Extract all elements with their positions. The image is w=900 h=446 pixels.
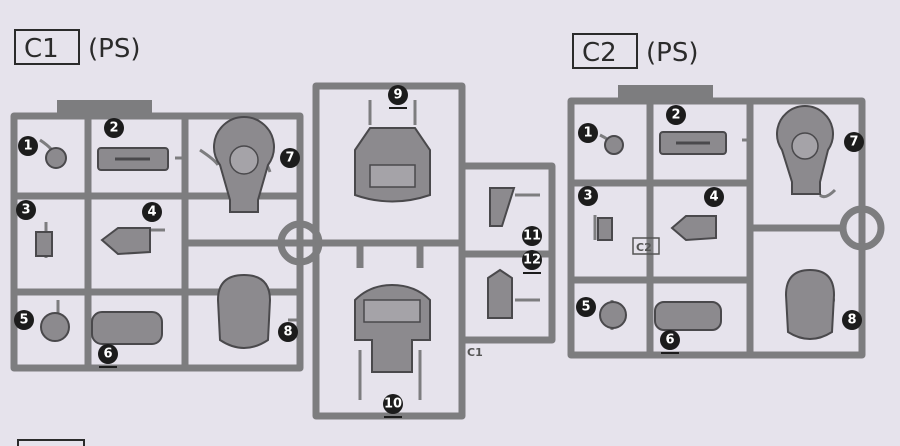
svg-text:3: 3: [583, 189, 592, 204]
c2-number-7: 7: [844, 132, 864, 152]
svg-text:1: 1: [23, 139, 32, 154]
c2-part-6: [654, 301, 722, 331]
runner-c1-mark: C1: [467, 346, 483, 359]
runner-c2-mark-box: [632, 237, 660, 255]
c1-number-4: 4: [142, 202, 162, 222]
svg-text:4: 4: [709, 190, 718, 205]
c1-part-6: [91, 311, 163, 345]
svg-text:8: 8: [847, 313, 856, 328]
svg-text:2: 2: [109, 121, 118, 136]
runner-c1-tab: [57, 100, 152, 116]
c1-part-12: [487, 268, 513, 319]
svg-text:5: 5: [581, 300, 590, 315]
runner-c2: C2: [567, 85, 885, 359]
c1-number-9: 9: [388, 85, 408, 109]
c1-number-7: 7: [280, 148, 300, 168]
svg-text:1: 1: [583, 126, 592, 141]
svg-text:3: 3: [21, 203, 30, 218]
c2-part-8: [784, 268, 836, 340]
svg-text:2: 2: [671, 108, 680, 123]
svg-text:6: 6: [665, 333, 674, 348]
runner-c2-frame: [567, 97, 866, 359]
c2-number-2: 2: [666, 105, 686, 125]
runner-c1-left-frame: [10, 112, 304, 372]
c2-part-5: [599, 301, 627, 329]
c1-part-1: [45, 147, 67, 169]
c1-number-2: 2: [104, 118, 124, 138]
c1-part-8: [216, 273, 272, 349]
c2-number-3: 3: [578, 186, 598, 206]
svg-text:7: 7: [285, 151, 294, 166]
c2-part-3: [597, 217, 613, 241]
svg-text:9: 9: [393, 88, 402, 103]
c2-number-4: 4: [704, 187, 724, 207]
c1-number-badges: 1 2 3 4 5 6 7 8 9 10 11 12: [14, 85, 542, 418]
c1-number-11: 11: [522, 226, 542, 246]
sheet-c1-code-box: [14, 29, 80, 65]
c2-number-5: 5: [576, 297, 596, 317]
svg-text:4: 4: [147, 205, 156, 220]
c1-number-10: 10: [383, 394, 403, 418]
next-sheet-code-box: [17, 439, 85, 446]
runner-c1-hub: [277, 220, 323, 266]
c1-number-6: 6: [98, 344, 118, 368]
svg-text:8: 8: [283, 325, 292, 340]
runner-c1: C1: [10, 82, 556, 420]
c1-number-12: 12: [522, 250, 542, 274]
c1-part-3: [35, 231, 53, 257]
c1-number-5: 5: [14, 310, 34, 330]
runner-c1-center-frame: [312, 82, 466, 420]
svg-text:10: 10: [384, 397, 402, 412]
c2-part-4: [670, 215, 717, 242]
runner-c2-mark: C2: [636, 241, 652, 254]
c1-part-5: [40, 312, 70, 342]
c2-number-badges: 1 2 3 4 5 6 7 8: [576, 105, 864, 354]
c2-number-6: 6: [660, 330, 680, 354]
c1-number-3: 3: [16, 200, 36, 220]
svg-text:6: 6: [103, 347, 112, 362]
c1-part-4: [100, 227, 151, 256]
c2-part-1: [604, 135, 624, 155]
sheet-c2-code-box: [572, 33, 638, 69]
c1-part-11: [489, 187, 516, 227]
svg-text:11: 11: [523, 229, 541, 244]
c1-number-8: 8: [278, 322, 298, 342]
svg-text:5: 5: [19, 313, 28, 328]
sheet-c1-code: C1: [24, 34, 59, 64]
c1-number-1: 1: [18, 136, 38, 156]
sheet-c2-code: C2: [582, 38, 617, 68]
c2-number-8: 8: [842, 310, 862, 330]
runner-c2-hub: [839, 205, 885, 251]
c2-number-1: 1: [578, 123, 598, 143]
svg-text:7: 7: [849, 135, 858, 150]
sheet-c2-material: (PS): [646, 38, 698, 68]
runner-c2-tab: [618, 85, 713, 101]
sheet-c1-material: (PS): [88, 34, 140, 64]
svg-text:12: 12: [523, 253, 541, 268]
